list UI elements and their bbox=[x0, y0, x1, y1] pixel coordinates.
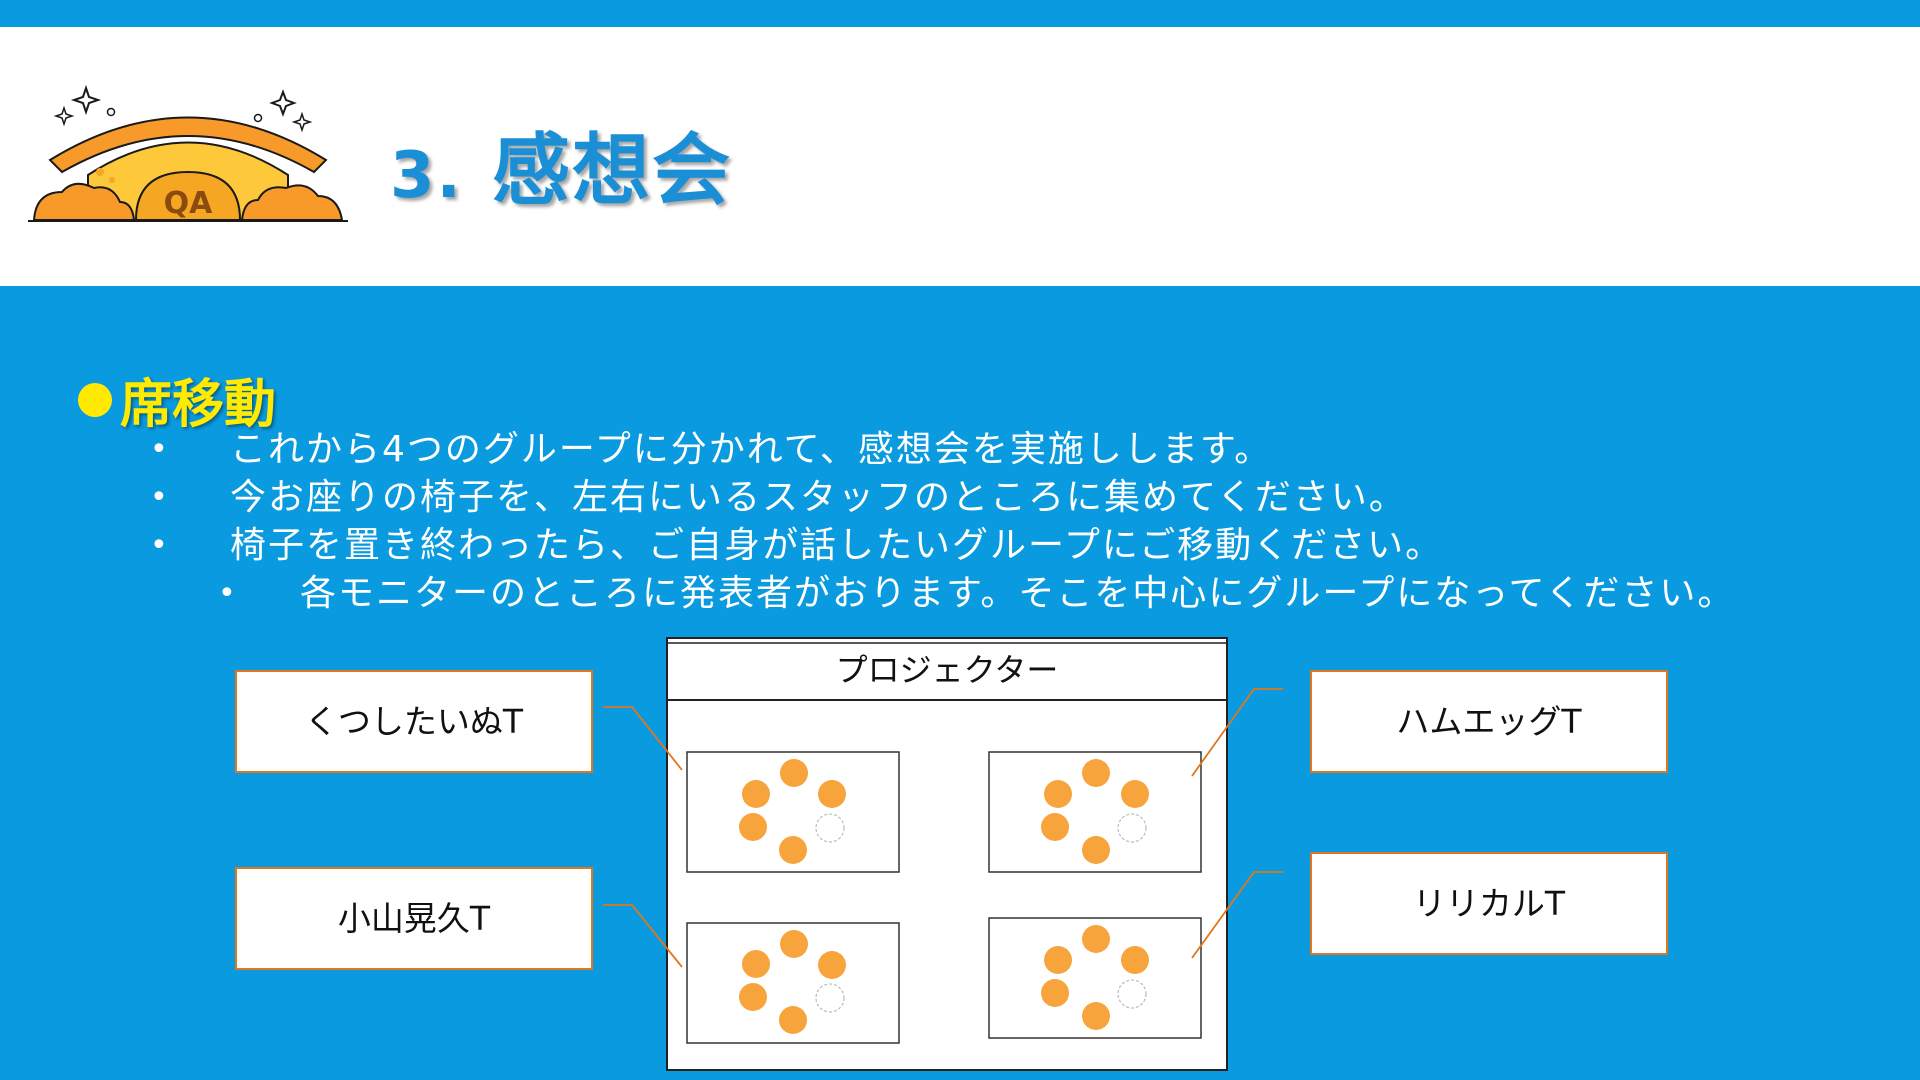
empty-seat bbox=[815, 813, 845, 843]
bullet-icon: • bbox=[150, 480, 170, 515]
connector-line bbox=[603, 904, 683, 968]
seat bbox=[742, 950, 770, 978]
group-label-koyama: 小山晃久T bbox=[338, 899, 491, 938]
empty-seat bbox=[1117, 813, 1147, 843]
list-item-text: これから4つのグループに分かれて、感想会を実施しします。 bbox=[230, 429, 1273, 470]
list-item-text: 各モニターのところに発表者がおります。そこを中心にグループになってください。 bbox=[300, 573, 1736, 614]
list-item: • これから4つのグループに分かれて、感想会を実施しします。 bbox=[150, 428, 1273, 472]
group-label-ririkaru: リリカルT bbox=[1413, 884, 1566, 923]
section-heading: 席移動 bbox=[78, 362, 276, 437]
seat bbox=[779, 1006, 807, 1034]
connector-line bbox=[603, 706, 683, 771]
table-top-left bbox=[686, 751, 900, 873]
list-item: • 椅子を置き終わったら、ご自身が話したいグループにご移動ください。 bbox=[150, 524, 1444, 568]
empty-seat bbox=[1117, 979, 1147, 1009]
seat bbox=[1041, 979, 1069, 1007]
seat bbox=[818, 951, 846, 979]
seat bbox=[780, 930, 808, 958]
seat bbox=[1121, 780, 1149, 808]
section-heading-text: 席移動 bbox=[120, 375, 277, 435]
qa-logo: QA bbox=[28, 84, 348, 222]
seat bbox=[1082, 925, 1110, 953]
bullet-icon: • bbox=[218, 576, 238, 611]
list-item: • 今お座りの椅子を、左右にいるスタッフのところに集めてください。 bbox=[150, 476, 1407, 520]
seat bbox=[818, 780, 846, 808]
bullet-icon: • bbox=[150, 528, 170, 563]
list-item-text: 今お座りの椅子を、左右にいるスタッフのところに集めてください。 bbox=[230, 477, 1407, 518]
table-bottom-left bbox=[686, 922, 900, 1044]
seat bbox=[1044, 946, 1072, 974]
connector-line bbox=[1191, 871, 1283, 959]
empty-seat bbox=[815, 983, 845, 1013]
table-bottom-right bbox=[988, 917, 1202, 1039]
group-label-box bbox=[1310, 852, 1668, 955]
seat bbox=[739, 813, 767, 841]
group-label-box bbox=[1310, 670, 1668, 773]
seat bbox=[742, 780, 770, 808]
seat bbox=[779, 836, 807, 864]
group-label-box bbox=[235, 670, 593, 773]
table-top-right bbox=[988, 751, 1202, 873]
seat bbox=[1082, 759, 1110, 787]
title-number: 3. bbox=[390, 139, 463, 213]
connector-line bbox=[1191, 688, 1283, 777]
list-item-sub: • 各モニターのところに発表者がおります。そこを中心にグループになってください。 bbox=[218, 572, 1736, 616]
bullet-dot-icon bbox=[78, 382, 112, 417]
projector-label: プロジェクター bbox=[836, 651, 1059, 689]
seat bbox=[780, 759, 808, 787]
group-label-kutsushitainu: くつしたいぬT bbox=[305, 702, 524, 741]
logo-text: QA bbox=[164, 186, 214, 221]
group-label-box bbox=[235, 867, 593, 970]
group-label-hamuegg: ハムエッグT bbox=[1396, 702, 1582, 741]
seat bbox=[1082, 836, 1110, 864]
title-text: 感想会 bbox=[492, 126, 733, 216]
top-band bbox=[0, 0, 1920, 27]
sparkle-icon bbox=[53, 84, 313, 133]
page-title: 3. 感想会 bbox=[390, 108, 732, 220]
seat bbox=[1082, 1002, 1110, 1030]
bullet-icon: • bbox=[150, 432, 170, 467]
seat bbox=[1121, 946, 1149, 974]
seat bbox=[739, 983, 767, 1011]
seat bbox=[1044, 780, 1072, 808]
list-item-text: 椅子を置き終わったら、ご自身が話したいグループにご移動ください。 bbox=[230, 525, 1444, 566]
seat bbox=[1041, 813, 1069, 841]
